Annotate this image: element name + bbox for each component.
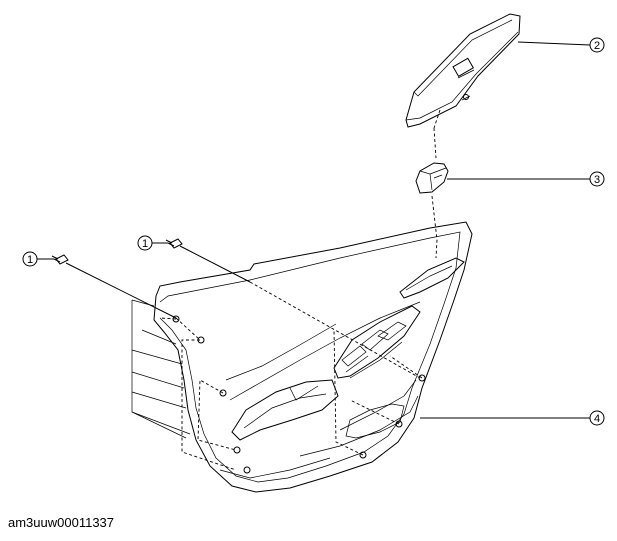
callout-1-center: 1: [137, 235, 168, 251]
callout-3: 3: [447, 171, 605, 187]
svg-text:3: 3: [594, 174, 600, 186]
callout-4: 4: [420, 410, 605, 426]
svg-text:1: 1: [142, 238, 148, 250]
switch-connector-part: [415, 162, 449, 194]
clip-part-center: [165, 238, 183, 249]
svg-text:1: 1: [27, 254, 33, 266]
svg-text:2: 2: [594, 40, 600, 52]
figure-id-caption: am3uuw00011337: [8, 515, 115, 530]
switch-panel-part: [405, 13, 521, 128]
callout-2: 2: [517, 37, 605, 53]
door-trim-panel-part: [153, 221, 473, 493]
callout-1-left: 1: [22, 251, 54, 267]
svg-text:4: 4: [594, 413, 600, 425]
clip-guide-lines: [159, 317, 423, 471]
clip-part-left: [51, 254, 69, 265]
